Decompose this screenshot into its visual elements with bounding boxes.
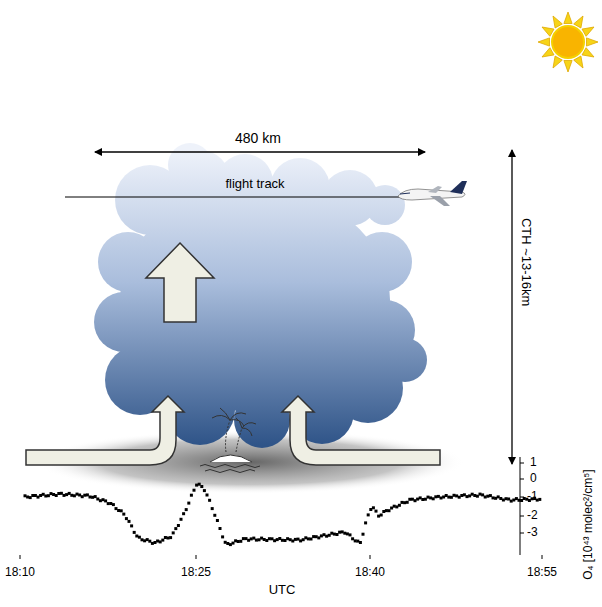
updraft-arrow — [146, 243, 214, 322]
sun — [538, 12, 598, 72]
sun-ray — [582, 48, 594, 57]
axis-title: UTC — [269, 583, 296, 597]
plot-axes — [20, 457, 542, 559]
dimension-label: 480 km — [235, 131, 281, 146]
sun-ray — [564, 61, 572, 73]
tick-label: -3 — [527, 526, 538, 539]
island — [200, 408, 260, 473]
tick-label: 18:40 — [355, 566, 385, 579]
airplane — [398, 181, 467, 206]
tick-label: -1 — [527, 490, 538, 503]
sun-ray — [574, 56, 583, 68]
flight-track-label: flight track — [225, 177, 284, 191]
sun-ray — [542, 27, 554, 36]
sun-ray — [587, 38, 599, 46]
flight-track-line — [65, 197, 400, 198]
sun-ray — [553, 56, 562, 68]
tick-label: 18:55 — [527, 566, 557, 579]
tick-label: 1 — [530, 456, 537, 469]
height-arrow — [511, 150, 512, 464]
sun-ray — [574, 16, 583, 28]
sun-ray — [553, 16, 562, 28]
height-label: CTH ~13-16km — [519, 218, 533, 307]
inflow-arrow — [282, 396, 440, 465]
dimension-arrow — [95, 151, 425, 152]
sun-disc — [552, 26, 584, 58]
tick-label: 0 — [530, 472, 537, 485]
sun-ray — [538, 38, 550, 46]
inflow-arrow — [26, 396, 184, 465]
tick-label: 18:10 — [5, 566, 35, 579]
axis-title: O₄ [10⁴³ molec²/cm⁵] — [581, 470, 594, 580]
o4-data-points — [24, 483, 542, 546]
sun-ray — [582, 27, 594, 36]
sun-ray — [542, 48, 554, 57]
sun-ray — [564, 12, 572, 24]
cloud — [94, 143, 427, 448]
tick-label: -2 — [527, 509, 538, 522]
tick-label: 18:25 — [181, 566, 211, 579]
